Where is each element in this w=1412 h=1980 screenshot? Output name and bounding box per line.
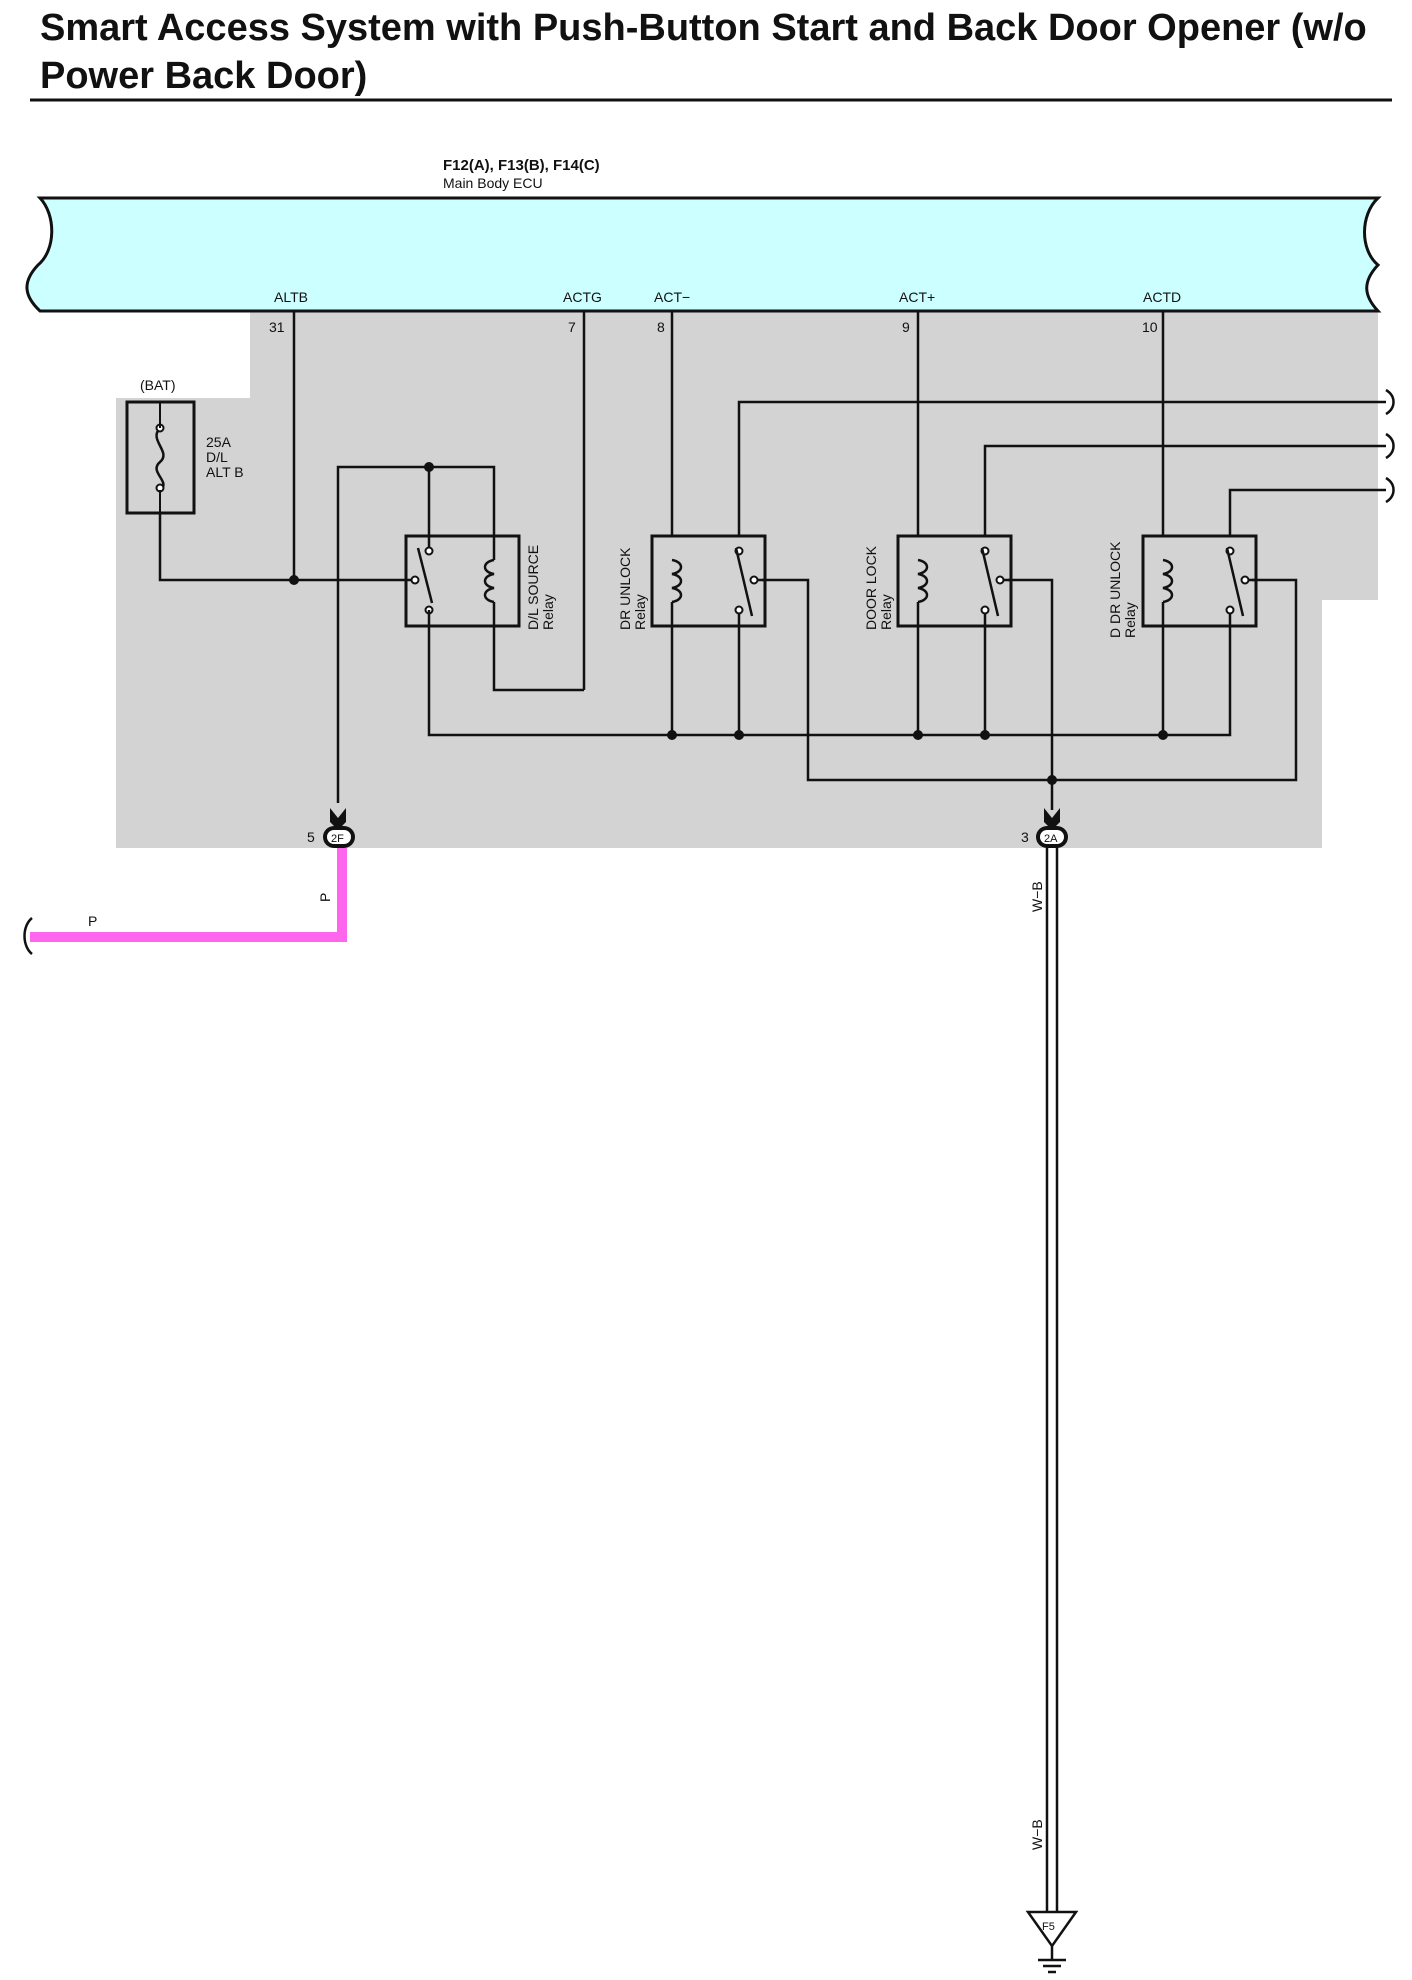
junction-2f: 2F 5 bbox=[307, 808, 355, 848]
relay-d-dr-unlock-name: D DR UNLOCK bbox=[1107, 541, 1123, 638]
pin-name-act-plus: ACT+ bbox=[899, 289, 935, 305]
pin-name-altb: ALTB bbox=[274, 289, 308, 305]
pin-number-10: 10 bbox=[1142, 319, 1158, 335]
fuse-source: (BAT) bbox=[140, 377, 176, 393]
junction-2a-pin: 3 bbox=[1021, 829, 1029, 845]
pin-number-7: 7 bbox=[568, 319, 576, 335]
ecu-name: Main Body ECU bbox=[443, 175, 543, 191]
junction-2a-code: 2A bbox=[1044, 833, 1058, 845]
relay-dl-source: D/L SOURCE Relay bbox=[404, 534, 556, 630]
pink-wire bbox=[30, 848, 347, 942]
fuse-line2: ALT B bbox=[206, 464, 244, 480]
relay-block-area bbox=[116, 310, 1378, 848]
ground-wire-label-bottom: W−B bbox=[1029, 1819, 1045, 1850]
pin-name-act-minus: ACT− bbox=[654, 289, 690, 305]
relay-dr-unlock-sub: Relay bbox=[632, 594, 648, 630]
junction-2f-pin: 5 bbox=[307, 829, 315, 845]
ecu-connectors: F12(A), F13(B), F14(C) bbox=[443, 157, 600, 174]
ground-code: F5 bbox=[1042, 1921, 1055, 1933]
ecu-pins: ALTB 31 ACTG 7 ACT− 8 ACT+ 9 ACTD 10 bbox=[269, 289, 1181, 335]
ground-wire-label-top: W−B bbox=[1029, 881, 1045, 912]
pin-name-actg: ACTG bbox=[563, 289, 602, 305]
pin-name-actd: ACTD bbox=[1143, 289, 1181, 305]
wiring-lines bbox=[158, 311, 1386, 810]
fuse-line1: D/L bbox=[206, 449, 228, 465]
relay-dl-source-name: D/L SOURCE bbox=[525, 545, 541, 630]
relay-dl-source-sub: Relay bbox=[540, 594, 556, 630]
relay-dr-unlock: DR UNLOCK Relay bbox=[617, 534, 767, 630]
ground-wire bbox=[1045, 848, 1059, 1912]
page-title: Smart Access System with Push-Button Sta… bbox=[40, 7, 1367, 97]
relay-door-lock-sub: Relay bbox=[878, 594, 894, 630]
pink-wire-label-horizontal: P bbox=[88, 913, 97, 929]
junction-dots bbox=[289, 462, 1168, 785]
relay-door-lock-name: DOOR LOCK bbox=[863, 545, 879, 630]
pin-number-8: 8 bbox=[657, 319, 665, 335]
pink-wire-label-vertical: P bbox=[317, 893, 333, 902]
main-body-ecu-box bbox=[25, 196, 1382, 313]
relay-d-dr-unlock-sub: Relay bbox=[1122, 602, 1138, 638]
junction-2f-code: 2F bbox=[331, 833, 344, 845]
pin-number-31: 31 bbox=[269, 319, 285, 335]
relay-d-dr-unlock: D DR UNLOCK Relay bbox=[1107, 534, 1258, 638]
wire-break-marks bbox=[23, 388, 1395, 955]
relay-dr-unlock-name: DR UNLOCK bbox=[617, 547, 633, 630]
fuse-rating: 25A bbox=[206, 434, 232, 450]
relay-door-lock: DOOR LOCK Relay bbox=[863, 534, 1013, 630]
ground-symbol: F5 bbox=[1025, 1910, 1079, 1974]
junction-2a: 2A 3 bbox=[1021, 808, 1068, 848]
pin-number-9: 9 bbox=[902, 319, 910, 335]
fuse-25a: (BAT) 25A D/L ALT B bbox=[125, 377, 244, 515]
